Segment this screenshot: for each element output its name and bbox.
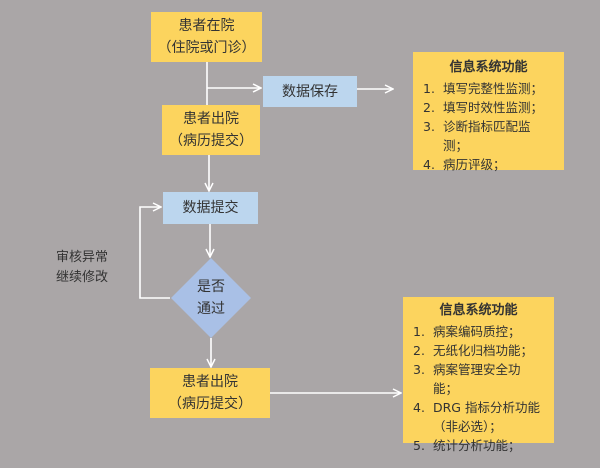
item-text: 病案编码质控； [433, 324, 521, 339]
decision-label: 是否 通过 [181, 276, 241, 320]
decision-diamond [171, 258, 251, 338]
item-number: 2. [413, 343, 425, 358]
info-item: 1. 病案编码质控； [413, 322, 544, 341]
decision-text: 是否 [197, 279, 225, 295]
decision-text: 通过 [197, 301, 225, 317]
item-number: 3. [413, 362, 425, 377]
item-number: 1. [413, 324, 425, 339]
info-box-2: 信息系统功能 1.病案编码质控； 2.无纸化归档功能； 3.病案管理安全功能； … [403, 297, 554, 453]
item-text: 病历评级； [443, 157, 506, 172]
item-number: 3. [423, 119, 435, 134]
info-item: 2. 填写时效性监测； [423, 98, 554, 117]
item-text: 病案管理安全功能； [433, 362, 521, 396]
info-title: 信息系统功能 [439, 303, 518, 318]
item-text: 填写时效性监测； [443, 100, 544, 115]
item-number: 4. [423, 157, 435, 172]
item-number: 1. [423, 81, 435, 96]
item-text: 诊断指标匹配监测； [443, 119, 531, 153]
node-text: 患者出院 [182, 374, 238, 390]
info-item: 5. 统计分析功能； [413, 436, 544, 455]
node-text: 患者在院 [178, 18, 235, 34]
info-item: 4. 病历评级； [423, 155, 554, 174]
info-item: 1. 填写完整性监测； [423, 79, 554, 98]
loop-label-text: 继续修改 [56, 270, 109, 285]
node-text: 患者出院 [183, 111, 239, 127]
info-item: 4. DRG 指标分析功能（非必选）； [413, 398, 544, 436]
info-item: 3. 诊断指标匹配监测； [423, 117, 554, 155]
node-discharge-2: 患者出院 （病历提交） [150, 368, 270, 418]
item-number: 5. [413, 438, 425, 453]
info-box-1: 信息系统功能 1. 填写完整性监测； 2. 填写时效性监测； 3. 诊断指标匹配监测；… [413, 52, 564, 172]
info-title: 信息系统功能 [449, 60, 528, 75]
item-text: 无纸化归档功能； [433, 343, 534, 358]
node-data-save: 数据保存 [263, 76, 357, 107]
loop-label: 审核异常 继续修改 [56, 248, 108, 288]
item-text: DRG 指标分析功能（非必选）； [433, 400, 540, 434]
node-text: （病历提交） [168, 396, 252, 412]
item-number: 2. [423, 100, 435, 115]
loop-label-text: 审核异常 [56, 250, 109, 265]
node-text: （病历提交） [169, 133, 253, 149]
info-item: 2. 无纸化归档功能； [413, 341, 544, 360]
node-text: 数据保存 [282, 83, 338, 100]
node-text: 数据提交 [182, 200, 239, 216]
node-data-submit: 数据提交 [163, 192, 258, 224]
node-discharge-1: 患者出院 （病历提交） [162, 105, 260, 155]
item-text: 统计分析功能； [433, 438, 521, 453]
node-text: （住院或门诊） [157, 40, 256, 56]
node-inpatient: 患者在院 （住院或门诊） [151, 12, 262, 62]
loop-arrow [139, 207, 170, 299]
info-item: 3. 病案管理安全功能； [413, 360, 544, 398]
item-number: 4. [413, 400, 425, 415]
item-text: 填写完整性监测； [443, 81, 544, 96]
